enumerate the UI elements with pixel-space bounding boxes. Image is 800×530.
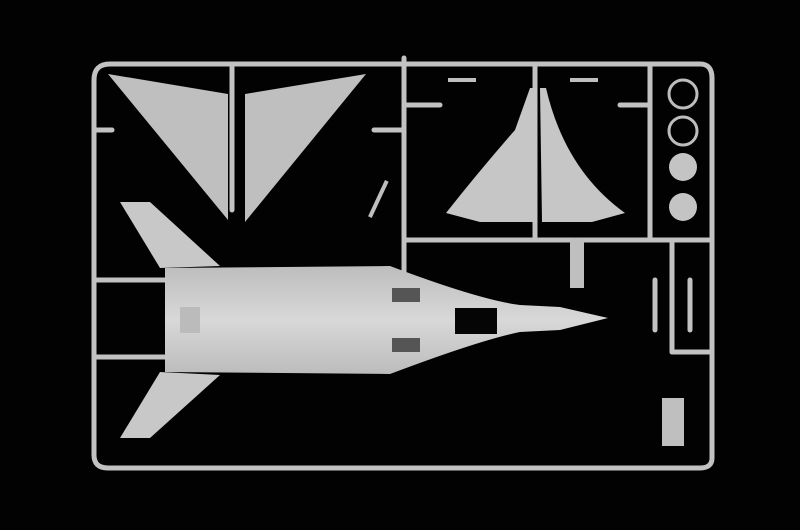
fuselage — [120, 202, 608, 438]
wheels — [667, 78, 699, 221]
vertical-fins — [108, 74, 366, 222]
small-parts — [368, 78, 684, 446]
delta-wings — [446, 88, 625, 222]
